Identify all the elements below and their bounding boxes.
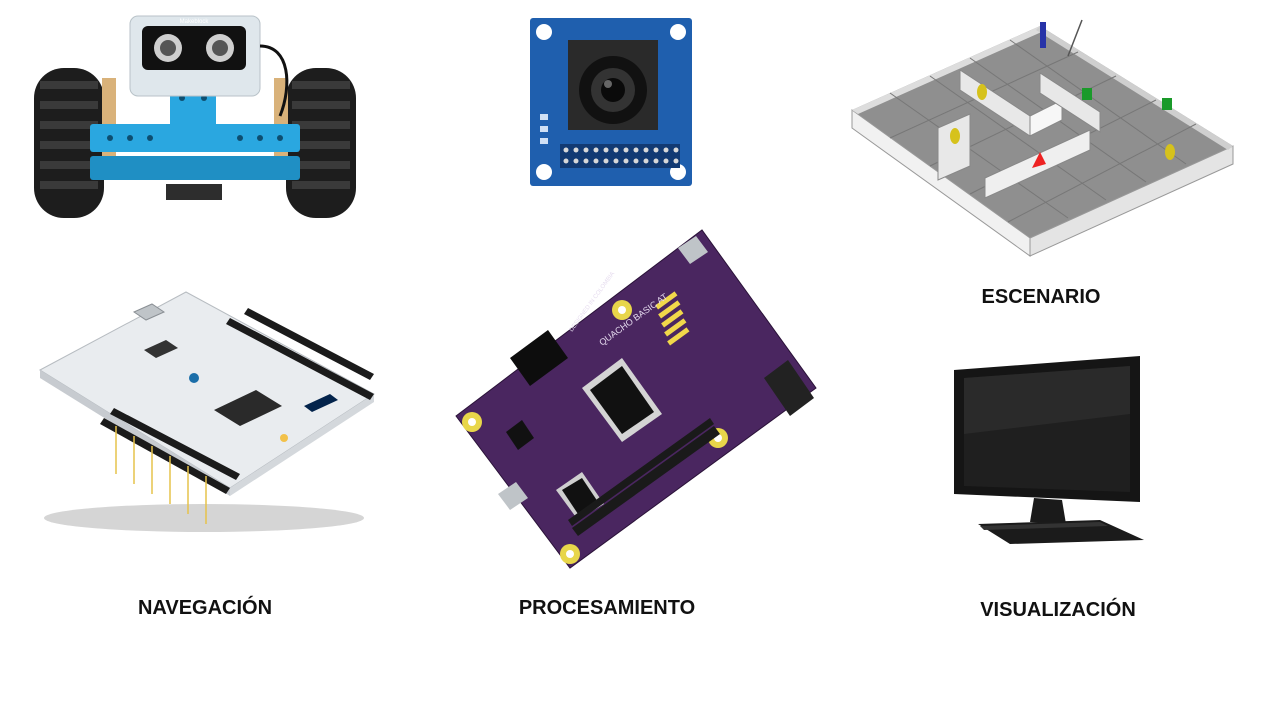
maze-scenario-image [850, 18, 1235, 263]
nucleo-board-image [34, 278, 379, 538]
monitor-image [950, 354, 1146, 546]
label-escenario: ESCENARIO [981, 286, 1101, 308]
robot-image: Makeblock [30, 6, 360, 222]
label-navegacion: NAVEGACIÓN [137, 597, 273, 619]
label-visualizacion: VISUALIZACIÓN [980, 599, 1136, 621]
camera-module-image [530, 18, 692, 186]
label-procesamiento: PROCESAMIENTO [518, 597, 696, 619]
fpga-board-image: QUACHO BASIC AT DESIGNED IN COLOMBIA [452, 228, 818, 570]
robot-brand-text: Makeblock [180, 19, 210, 25]
